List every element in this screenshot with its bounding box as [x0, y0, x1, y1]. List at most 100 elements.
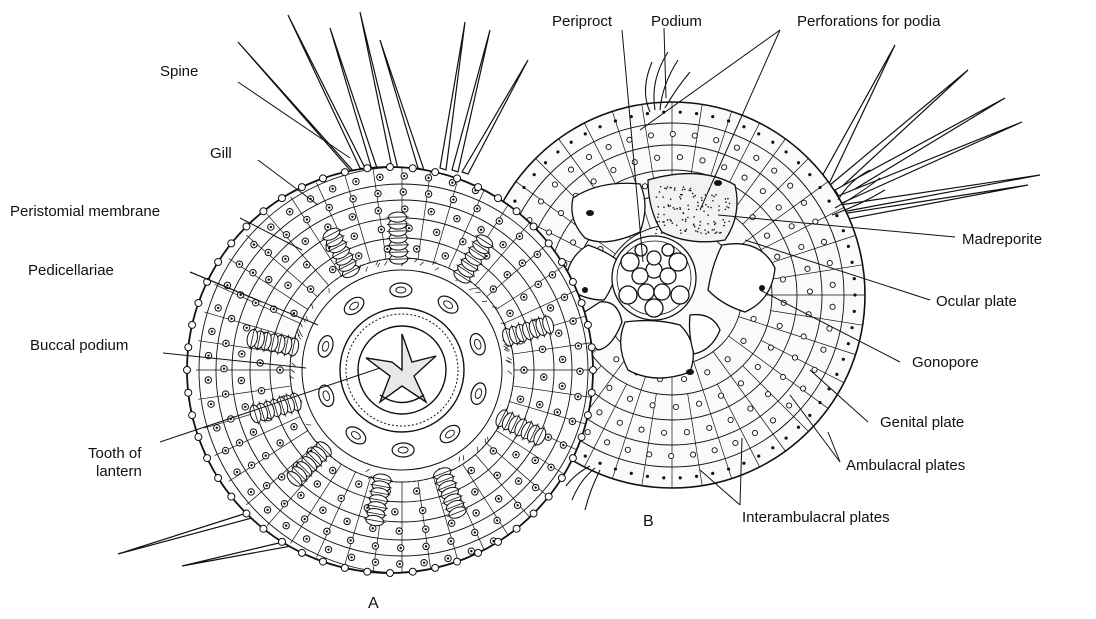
- tubercle: [755, 364, 760, 369]
- tubercle: [681, 377, 686, 382]
- tubercle: [639, 427, 644, 432]
- tubercle: [752, 430, 757, 435]
- tubercle: [607, 385, 612, 390]
- label-podium: Podium: [651, 13, 702, 31]
- tubercle: [705, 370, 710, 375]
- panel-label-b: B: [643, 513, 654, 531]
- tubercle: [728, 417, 733, 422]
- tubercle: [751, 316, 756, 321]
- tubercle: [748, 406, 753, 411]
- tubercle: [684, 430, 689, 435]
- tubercle: [772, 168, 777, 173]
- tubercle: [750, 215, 755, 220]
- tubercle: [787, 403, 792, 408]
- tubercle: [552, 182, 557, 187]
- tubercle: [801, 334, 806, 339]
- periproct-b: [612, 236, 696, 320]
- label-ocular-plate: Ocular plate: [936, 293, 1017, 311]
- label-madreporite: Madreporite: [962, 231, 1042, 249]
- tubercle: [692, 133, 697, 138]
- tubercle: [691, 452, 696, 457]
- tubercle: [591, 179, 596, 184]
- tubercle: [606, 144, 611, 149]
- tubercle: [625, 447, 630, 452]
- tubercle: [605, 440, 610, 445]
- tubercle: [677, 155, 682, 160]
- tubercle: [707, 425, 712, 430]
- tubercle: [650, 403, 655, 408]
- panel-label-a: A: [368, 595, 379, 613]
- tubercle: [661, 430, 666, 435]
- oral-test-a: [118, 12, 608, 577]
- tubercle: [770, 418, 775, 423]
- label-gonopore: Gonopore: [912, 354, 979, 372]
- tubercle: [807, 289, 812, 294]
- tubercle: [585, 430, 590, 435]
- tubercle: [558, 210, 563, 215]
- tubercle: [642, 184, 647, 189]
- tubercle: [611, 167, 616, 172]
- tubercle: [571, 240, 576, 245]
- tubercle: [617, 420, 622, 425]
- tubercle: [799, 244, 804, 249]
- genital-plate-shape: [572, 183, 645, 242]
- tubercle: [648, 133, 653, 138]
- tubercle: [830, 304, 835, 309]
- tubercle: [754, 155, 759, 160]
- tubercle: [792, 355, 797, 360]
- label-buccal-podium: Buccal podium: [30, 337, 128, 355]
- tubercle: [627, 396, 632, 401]
- label-tooth-of: Tooth of: [88, 445, 141, 463]
- tubercle: [738, 381, 743, 386]
- tubercle: [821, 239, 826, 244]
- tubercle: [780, 277, 785, 282]
- label-gill: Gill: [210, 145, 232, 163]
- tubercle: [655, 155, 660, 160]
- tubercle: [780, 374, 785, 379]
- tubercle: [777, 323, 782, 328]
- label-genital-plate: Genital plate: [880, 414, 964, 432]
- tubercle: [788, 183, 793, 188]
- tubercle: [801, 200, 806, 205]
- tubercle: [800, 386, 805, 391]
- tubercle: [764, 233, 769, 238]
- tubercle: [742, 175, 747, 180]
- tubercle: [741, 338, 746, 343]
- label-interambulacral-plates: Interambulacral plates: [742, 509, 890, 527]
- label-lantern: lantern: [96, 463, 142, 481]
- tubercle: [712, 448, 717, 453]
- tubercle: [597, 410, 602, 415]
- tubercle: [614, 357, 619, 362]
- tubercle: [765, 392, 770, 397]
- spines-b: [820, 45, 1040, 221]
- tubercle: [568, 167, 573, 172]
- tubercle: [669, 453, 674, 458]
- tubercle: [627, 137, 632, 142]
- tubercle: [789, 224, 794, 229]
- tubercle: [734, 145, 739, 150]
- tubercle: [733, 440, 738, 445]
- tubercle: [718, 393, 723, 398]
- label-spine: Spine: [160, 63, 198, 81]
- tubercle: [776, 205, 781, 210]
- label-pedicellariae: Pedicellariae: [28, 262, 114, 280]
- tubercle: [722, 165, 727, 170]
- tubercle: [714, 138, 719, 143]
- tubercle: [586, 154, 591, 159]
- label-periproct: Periproct: [552, 13, 612, 31]
- tubercle: [821, 347, 826, 352]
- tubercle: [830, 282, 835, 287]
- tubercle: [546, 230, 551, 235]
- tubercle: [673, 404, 678, 409]
- label-ambulacral-plates: Ambulacral plates: [846, 457, 965, 475]
- tubercle: [647, 452, 652, 457]
- label-perforations-for-podia: Perforations for podia: [797, 13, 940, 31]
- tubercle: [812, 367, 817, 372]
- tubercle: [725, 357, 730, 362]
- madreporite-shape: [648, 174, 737, 242]
- tubercle: [670, 131, 675, 136]
- tubercle: [760, 189, 765, 194]
- tubercle: [827, 260, 832, 265]
